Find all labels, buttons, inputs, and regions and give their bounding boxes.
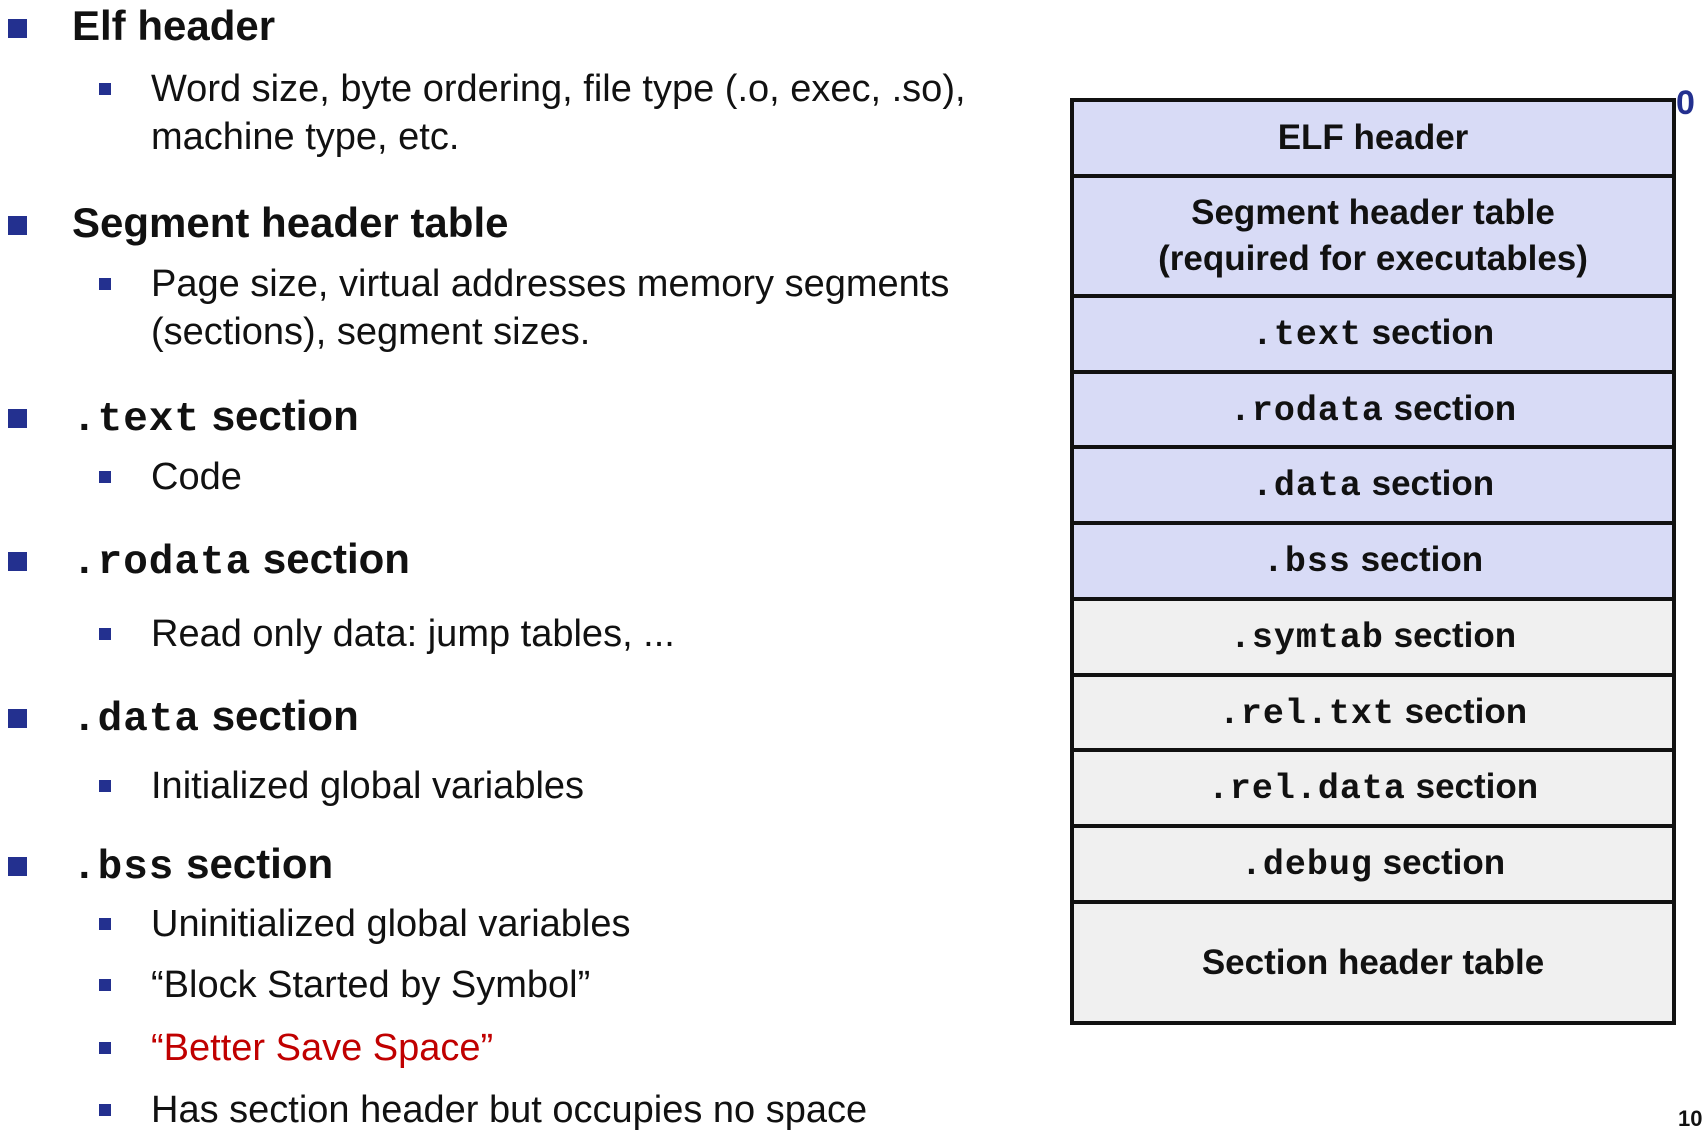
diagram-section-label: ELF header	[1277, 118, 1469, 157]
small-square-bullet-icon	[99, 1042, 111, 1054]
square-bullet-icon	[8, 19, 27, 38]
square-bullet-icon	[8, 857, 27, 876]
diagram-section-label: section	[1393, 388, 1517, 428]
diagram-section-box: .rodata section	[1074, 374, 1672, 449]
diagram-section-label: section	[1360, 540, 1484, 579]
square-bullet-icon	[8, 552, 27, 571]
diagram-section-label: Section header table	[1201, 942, 1545, 982]
diagram-section-label: section	[1371, 464, 1495, 503]
small-square-bullet-icon	[99, 1104, 111, 1116]
diagram-section-code: .data	[1251, 466, 1362, 506]
page-number: 10	[1678, 1106, 1703, 1131]
bullet-heading: .rodata section	[72, 533, 410, 589]
small-square-bullet-icon	[99, 83, 111, 95]
sub-bullet-text: Uninitialized global variables	[151, 903, 631, 945]
diagram-section-box: .bss section	[1074, 525, 1672, 601]
diagram-section-code: .rel.txt	[1218, 693, 1395, 734]
bullet-heading: Segment header table	[72, 197, 508, 249]
bullet-heading: Elf header	[72, 0, 275, 52]
sub-bullet-text: “Block Started by Symbol”	[151, 964, 591, 1006]
offset-zero-label: 0	[1676, 84, 1695, 122]
small-square-bullet-icon	[99, 278, 111, 290]
section-name-code: .bss	[72, 845, 175, 891]
diagram-section-code: .rel.data	[1207, 769, 1406, 809]
sub-bullet-text: Has section header but occupies no space	[151, 1089, 868, 1131]
small-square-bullet-icon	[99, 471, 111, 483]
diagram-section-box: .rel.txt section	[1074, 677, 1672, 752]
diagram-section-box: .rel.data section	[1074, 752, 1672, 828]
sub-bullet-text: Read only data: jump tables, ...	[151, 613, 675, 655]
diagram-section-label: section	[1404, 691, 1528, 731]
section-name-code: .data	[72, 697, 201, 743]
square-bullet-icon	[8, 709, 27, 728]
sub-bullet-text: Word size, byte ordering, file type (.o,…	[151, 68, 966, 158]
diagram-section-code: .debug	[1240, 845, 1373, 885]
diagram-section-box: .data section	[1074, 449, 1672, 525]
square-bullet-icon	[8, 216, 27, 235]
diagram-section-box: Section header table	[1074, 904, 1672, 1025]
sub-bullet-text: Page size, virtual addresses memory segm…	[151, 263, 950, 353]
diagram-section-code: .bss	[1262, 542, 1351, 582]
bullet-heading-text: Segment header table	[72, 199, 509, 246]
bullet-heading: .text section	[72, 390, 359, 446]
diagram-section-box: .text section	[1074, 298, 1672, 374]
bullet-heading: .data section	[72, 690, 359, 746]
diagram-section-label: section	[1393, 616, 1517, 655]
bullet-heading-text: section	[186, 840, 334, 887]
diagram-section-label: section	[1415, 767, 1539, 806]
diagram-section-box: ELF header	[1074, 102, 1672, 178]
bullet-heading-text: section	[262, 535, 410, 582]
diagram-section-label: section	[1371, 313, 1495, 352]
diagram-section-box: Segment header table (required for execu…	[1074, 178, 1672, 298]
bullet-heading: .bss section	[72, 838, 333, 894]
bullet-heading-text: section	[211, 392, 359, 439]
section-name-code: .rodata	[72, 540, 252, 586]
section-name-code: .text	[72, 397, 201, 443]
small-square-bullet-icon	[99, 780, 111, 792]
diagram-section-code: .text	[1251, 315, 1362, 355]
sub-bullet-text: Code	[151, 456, 242, 498]
diagram-section-box: .symtab section	[1074, 601, 1672, 677]
sub-bullet-text: Initialized global variables	[151, 765, 585, 807]
diagram-section-code: .rodata	[1229, 390, 1384, 431]
diagram-section-box: .debug section	[1074, 828, 1672, 904]
small-square-bullet-icon	[99, 979, 111, 991]
diagram-section-label: section	[1382, 843, 1506, 882]
small-square-bullet-icon	[99, 628, 111, 640]
diagram-section-code: .symtab	[1229, 618, 1384, 658]
bullet-heading-text: section	[211, 692, 359, 739]
bullet-heading-text: Elf header	[72, 2, 276, 49]
square-bullet-icon	[8, 409, 27, 428]
diagram-section-label: Segment header table (required for execu…	[1158, 193, 1588, 278]
small-square-bullet-icon	[99, 918, 111, 930]
sub-bullet-text: “Better Save Space”	[151, 1027, 494, 1069]
